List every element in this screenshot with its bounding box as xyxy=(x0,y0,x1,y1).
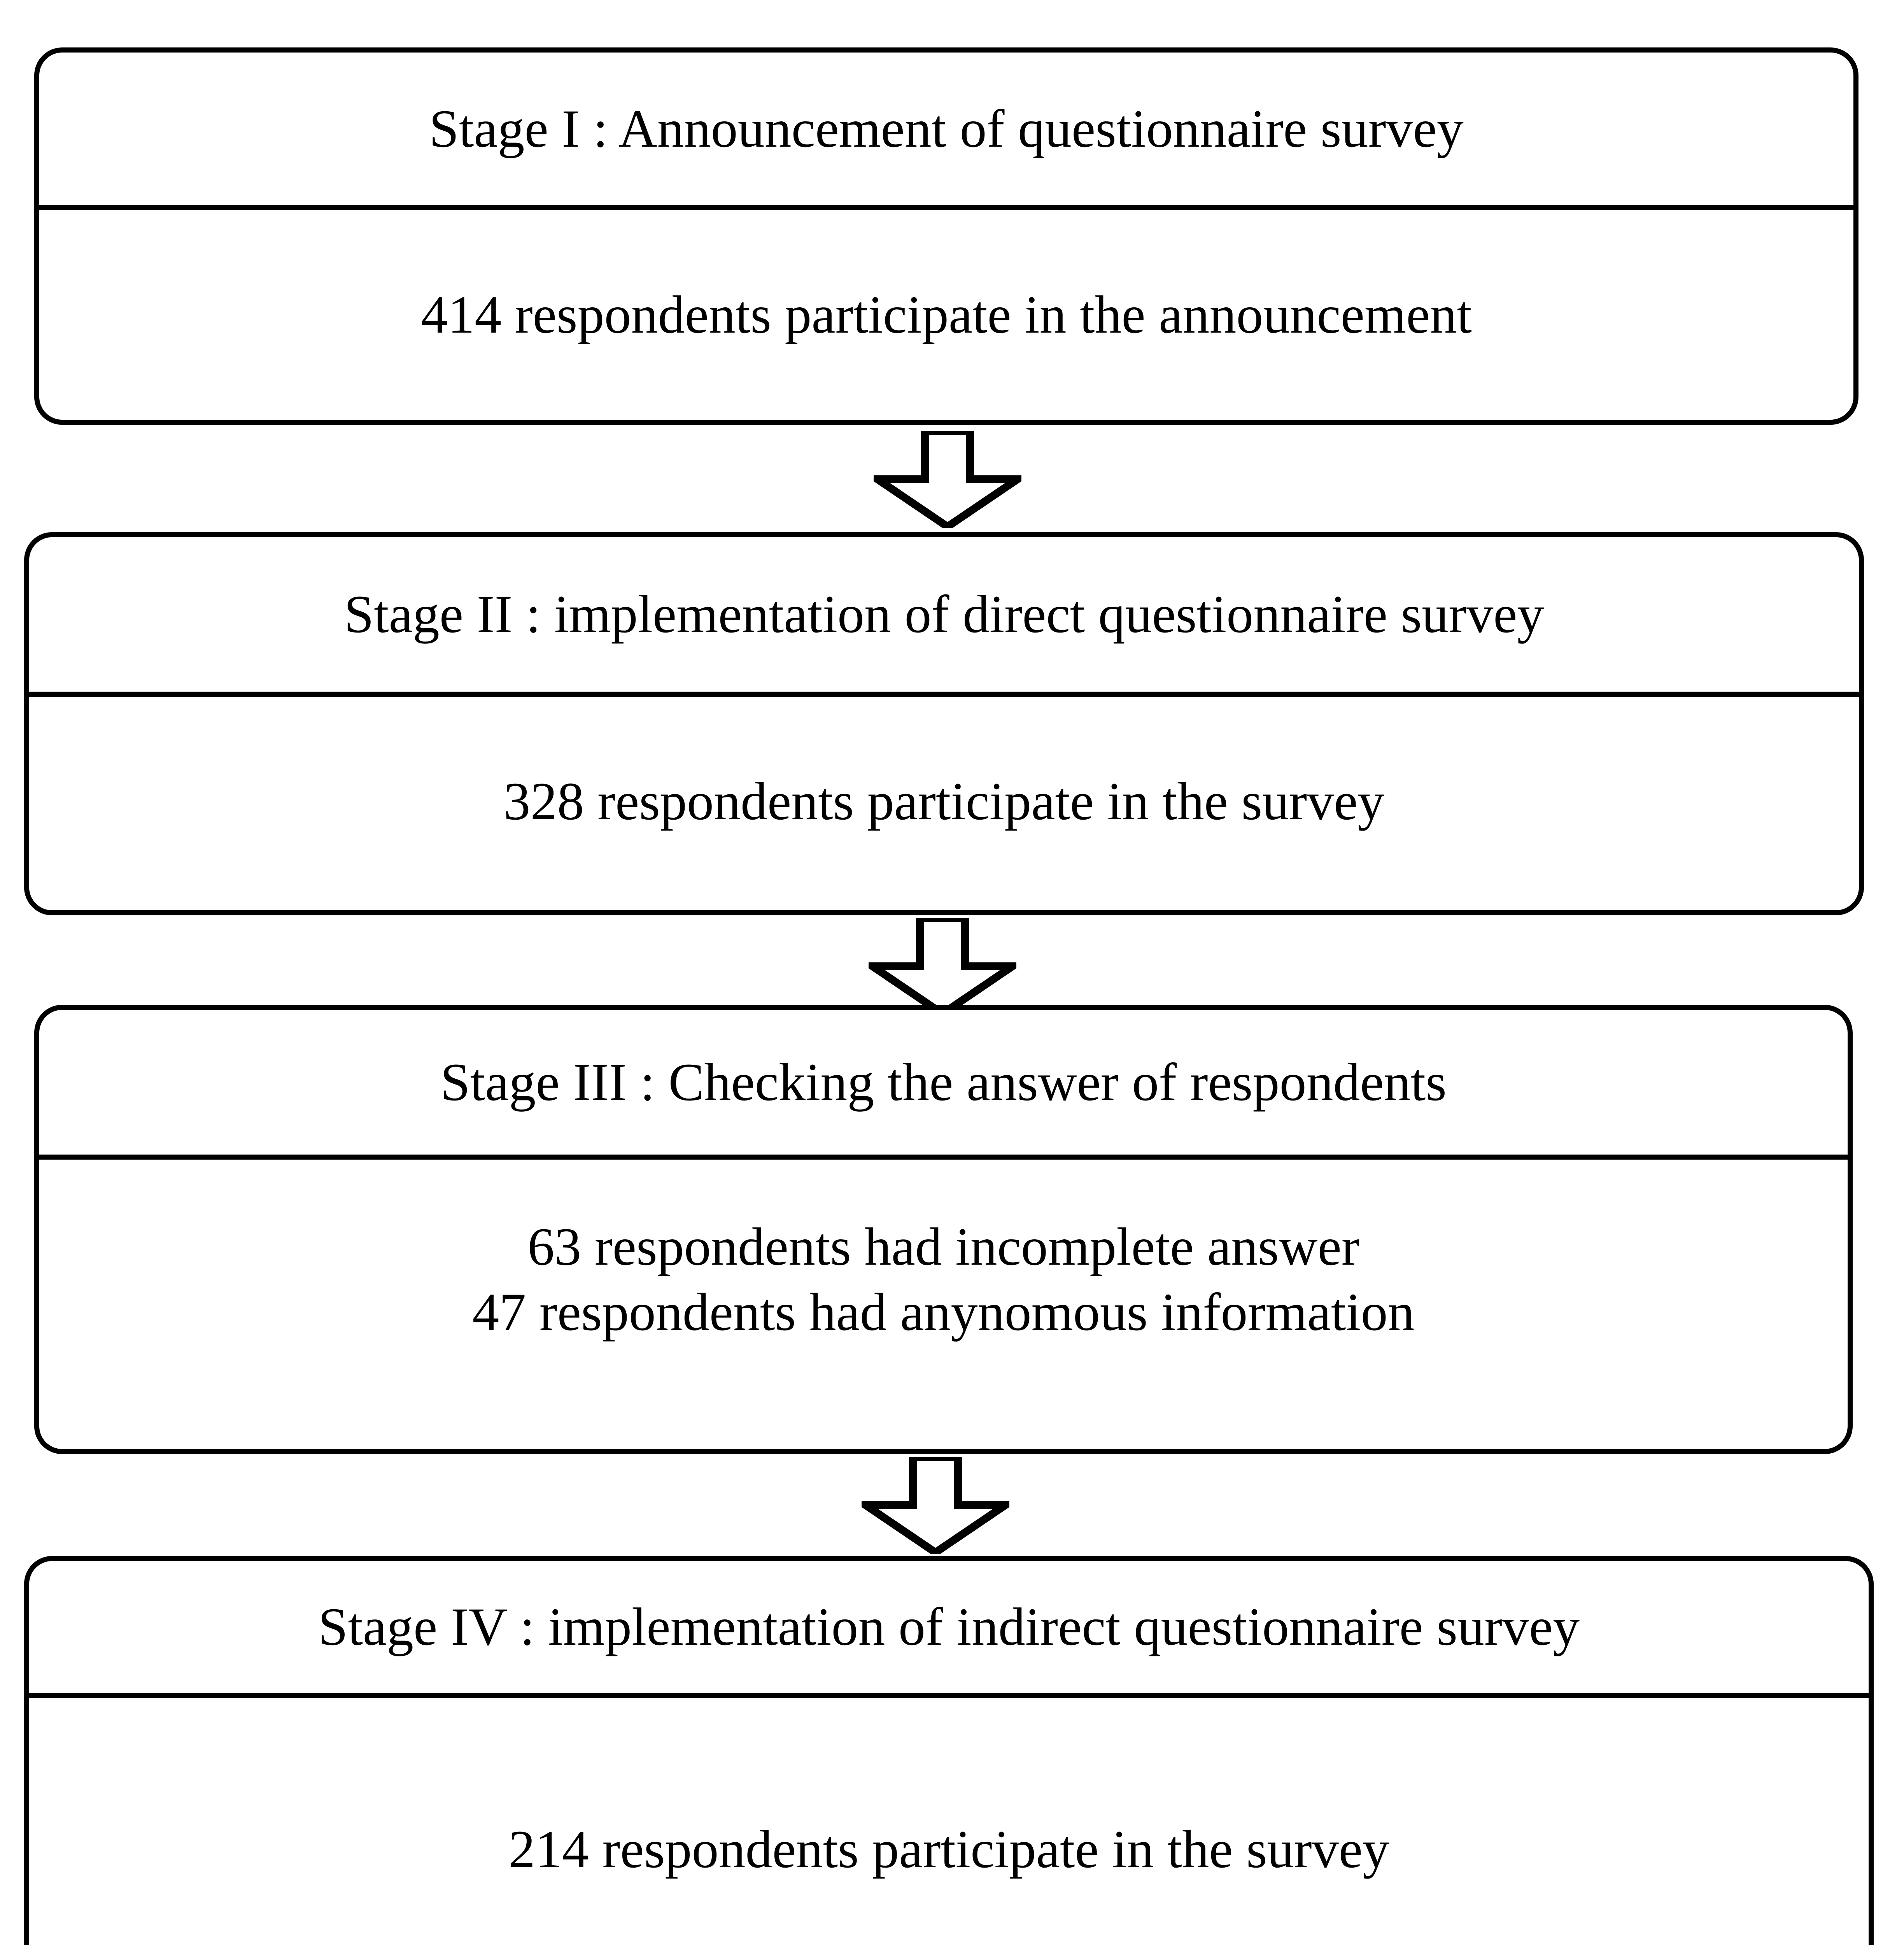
connector-arrow-stage1-stage2 xyxy=(874,431,1021,528)
stage-3-body: 63 respondents had incomplete answer 47 … xyxy=(39,1160,1848,1449)
stage-4-body: 214 respondents participate in the surve… xyxy=(29,1698,1869,1945)
stage-2-body: 328 respondents participate in the surve… xyxy=(29,697,1859,910)
stage-3-line-2: 47 respondents had anynomous information xyxy=(472,1282,1415,1342)
stage-3-line-1: 63 respondents had incomplete answer xyxy=(527,1217,1359,1277)
stage-box-3: Stage III : Checking the answer of respo… xyxy=(34,1005,1853,1454)
stage-1-body: 414 respondents participate in the annou… xyxy=(39,210,1853,420)
stage-4-line-1: 214 respondents participate in the surve… xyxy=(508,1819,1389,1879)
stage-3-title: Stage III : Checking the answer of respo… xyxy=(440,1052,1447,1112)
stage-box-1: Stage I : Announcement of questionnaire … xyxy=(34,47,1858,425)
stage-2-line-1: 328 respondents participate in the surve… xyxy=(503,771,1385,831)
connector-arrow-stage3-stage4 xyxy=(862,1457,1009,1554)
connector-arrow-stage2-stage3 xyxy=(869,918,1016,1015)
stage-box-2: Stage II : implementation of direct ques… xyxy=(24,532,1864,915)
down-block-arrow-icon xyxy=(869,918,1016,1015)
stage-2-header: Stage II : implementation of direct ques… xyxy=(29,537,1859,697)
stage-4-header: Stage IV : implementation of indirect qu… xyxy=(29,1561,1869,1698)
stage-1-line-1: 414 respondents participate in the annou… xyxy=(421,285,1472,345)
down-block-arrow-icon xyxy=(862,1457,1009,1554)
stage-3-header: Stage III : Checking the answer of respo… xyxy=(39,1010,1848,1160)
stage-2-title: Stage II : implementation of direct ques… xyxy=(344,584,1544,644)
down-block-arrow-icon xyxy=(874,431,1021,528)
stage-box-4: Stage IV : implementation of indirect qu… xyxy=(24,1556,1874,1945)
stage-1-title: Stage I : Announcement of questionnaire … xyxy=(429,98,1464,158)
stage-4-title: Stage IV : implementation of indirect qu… xyxy=(318,1597,1580,1657)
stage-1-header: Stage I : Announcement of questionnaire … xyxy=(39,53,1853,210)
